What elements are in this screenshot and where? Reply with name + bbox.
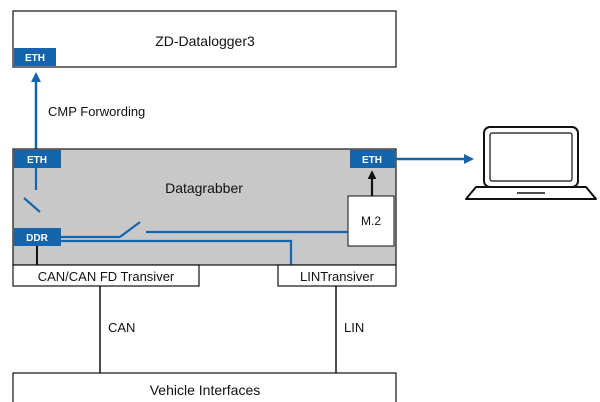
ddr-port: DDR (14, 228, 61, 246)
datagrabber-block: Datagrabber ETH ETH M.2 DDR (12, 148, 397, 266)
grabber-eth-left-port: ETH (14, 150, 61, 168)
grabber-eth-right-port: ETH (350, 150, 395, 168)
forward-switch (23, 197, 41, 213)
storage-switch (119, 221, 141, 238)
datalogger-box (12, 10, 397, 68)
grabber-eth-right-label: ETH (362, 155, 382, 166)
ddr-label: DDR (26, 233, 48, 244)
vehicle-interfaces-block: Vehicle Interfaces (12, 372, 397, 402)
laptop-screen (483, 126, 579, 188)
laptop-screen-inner (489, 132, 573, 182)
lin-transceiver-box (277, 264, 397, 287)
m2-label: M.2 (361, 214, 381, 228)
can-transceiver-label: CAN/CAN FD Transiver (38, 269, 175, 284)
can-transceiver-box (12, 264, 200, 287)
datalogger-label: ZD-Datalogger3 (155, 33, 255, 49)
datagrabber-label: Datagrabber (165, 180, 243, 196)
vehicle-interfaces-label: Vehicle Interfaces (150, 382, 261, 398)
logger-eth-label: ETH (25, 53, 45, 64)
cmp-forwarding-label: CMP Forwording (48, 104, 145, 119)
logger-eth-port: ETH (14, 48, 56, 66)
datagrabber-box (12, 148, 397, 266)
m2-box (347, 195, 395, 247)
can-bus-label: CAN (108, 320, 135, 335)
grabber-eth-left-label: ETH (27, 155, 47, 166)
datalogger-block: ZD-Datalogger3 ETH (12, 10, 397, 68)
laptop-icon (465, 126, 597, 200)
vehicle-interfaces-box (12, 372, 397, 402)
lin-bus-label: LIN (344, 320, 364, 335)
ddr-to-lin-path (61, 239, 293, 265)
lin-transceiver-label: LINTransiver (300, 269, 375, 284)
lin-transceiver-block: LINTransiver (277, 264, 397, 287)
can-transceiver-block: CAN/CAN FD Transiver (12, 264, 200, 287)
